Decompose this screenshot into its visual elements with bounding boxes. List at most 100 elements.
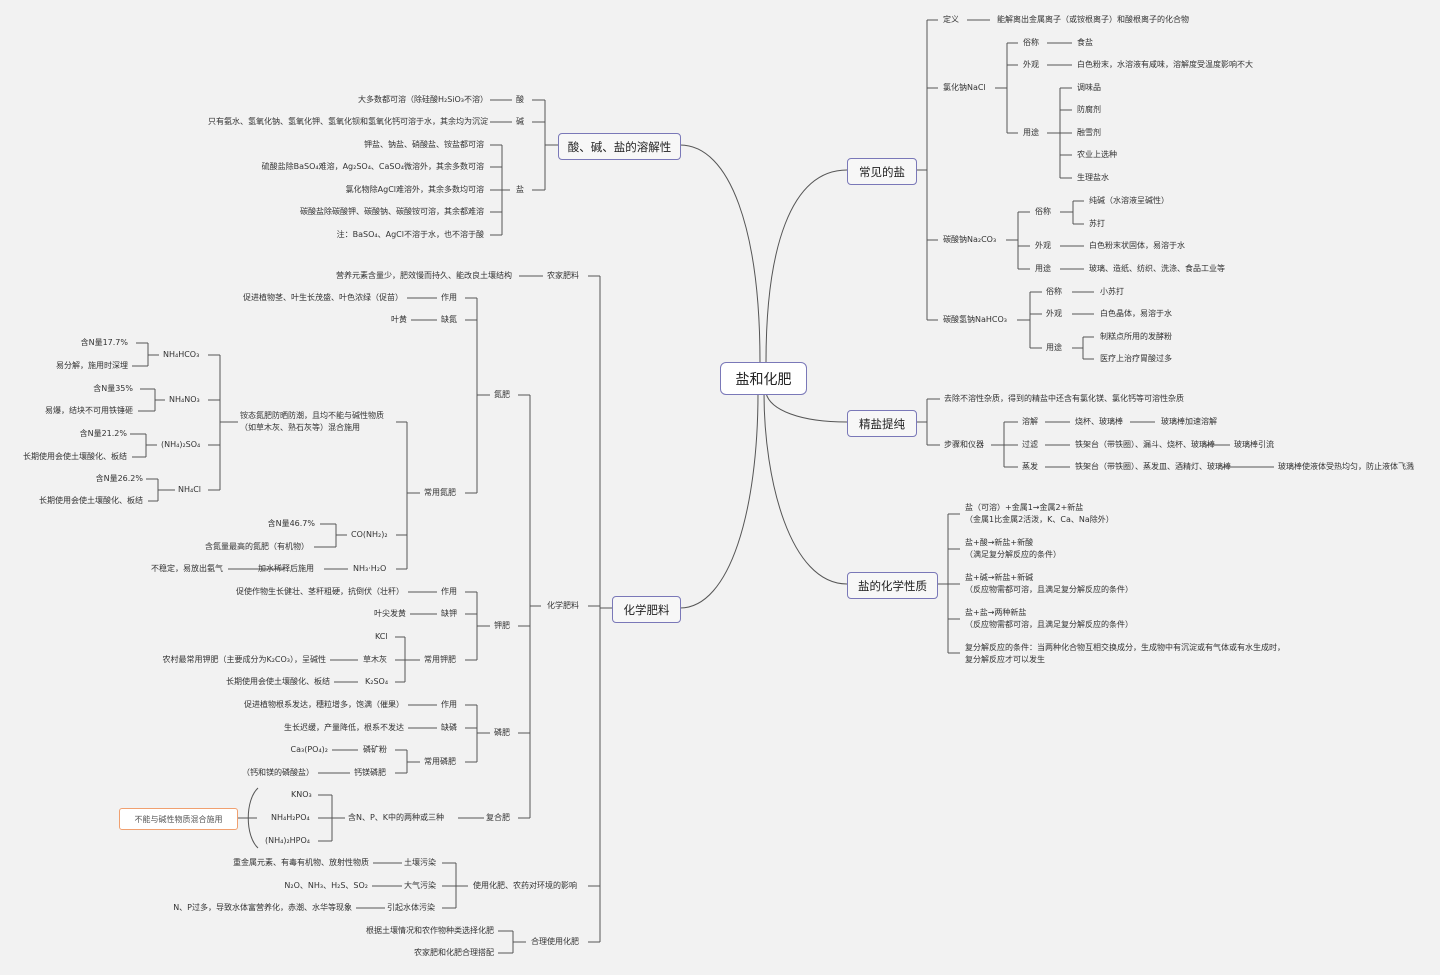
topic-salt-purification[interactable]: 精盐提纯 [847,410,917,437]
salt-solubility-item[interactable]: 硫酸盐除BaSO₄难溶，Ag₂SO₄、CaSO₄微溶外，其余多数可溶 [261,162,484,171]
nh4no3-n[interactable]: 含N量35% [93,384,133,393]
p-lack[interactable]: 生长迟缓，产量降低，根系不发达 [284,723,404,732]
na2co3-look-label[interactable]: 外观 [1035,241,1051,250]
topic-common-salts[interactable]: 常见的盐 [847,158,917,185]
rational-use[interactable]: 合理使用化肥 [531,937,579,946]
nh42so4[interactable]: (NH₄)₂SO₄ [161,440,201,449]
plant-ash-text[interactable]: 农村最常用钾肥（主要成分为K₂CO₃），呈碱性 [162,655,326,664]
farm-manure-node[interactable]: 农家肥料 [547,271,579,280]
nahco3-node[interactable]: 碳酸氢钠NaHCO₃ [943,315,1007,324]
definition-text[interactable]: 能解离出金属离子（或铵根离子）和酸根离子的化合物 [997,15,1189,24]
potash-fertilizer[interactable]: 钾肥 [494,621,510,630]
farm-manure-text[interactable]: 营养元素含量少，肥效慢而持久、能改良土壤结构 [336,271,512,280]
acid-text[interactable]: 大多数都可溶（除硅酸H₂SiO₃不溶） [357,95,488,104]
nh4cl-n[interactable]: 含N量26.2% [95,474,143,483]
nh42so4-prop[interactable]: 长期使用会使土壤酸化、板结 [23,452,127,461]
ammonia-prop[interactable]: 不稳定，易放出氨气 [151,564,223,573]
nh4no3-prop[interactable]: 易爆，结块不可用铁锤砸 [45,406,133,415]
k2so4-text[interactable]: 长期使用会使土壤酸化、板结 [226,677,330,686]
nahco3-use-label[interactable]: 用途 [1046,343,1062,352]
ammonium-note[interactable]: 铵态氮肥防晒防潮，且均不能与碱性物质 [240,411,384,420]
dissolve-tools[interactable]: 烧杯、玻璃棒 [1075,417,1123,426]
water-pollution-text[interactable]: N、P过多，导致水体富营养化，赤潮、水华等现象 [173,903,352,912]
compound-desc[interactable]: 含N、P、K中的两种或三种 [348,813,445,822]
property-base-note[interactable]: （反应物需都可溶，且满足复分解反应的条件） [965,585,1133,594]
urea-prop[interactable]: 含氮量最高的氮肥（有机物） [205,542,309,551]
double-displacement-condition-cont[interactable]: 复分解反应才可以发生 [965,655,1045,664]
n-effect[interactable]: 促进植物茎、叶生长茂盛、叶色浓绿（促苗） [243,293,403,302]
n-effect-label[interactable]: 作用 [441,293,457,302]
nacl-look[interactable]: 白色粉末，水溶液有咸味，溶解度受温度影响不大 [1077,60,1253,69]
common-k-fertilizer[interactable]: 常用钾肥 [424,655,456,664]
p-effect-label[interactable]: 作用 [441,700,457,709]
ammonium-note-cont[interactable]: （如草木灰、熟石灰等）混合施用 [240,423,360,432]
environment-impact[interactable]: 使用化肥、农药对环境的影响 [473,881,577,890]
property-acid-note[interactable]: （满足复分解反应的条件） [965,550,1061,559]
calcium-magnesium-phosphate[interactable]: 钙镁磷肥 [354,768,386,777]
plant-ash[interactable]: 草木灰 [363,655,387,664]
k-effect[interactable]: 促使作物生长健壮、茎秆粗硬，抗倒伏（壮秆） [236,587,404,596]
chemical-fertilizer-node[interactable]: 化学肥料 [547,601,579,610]
urea[interactable]: CO(NH₂)₂ [351,530,388,539]
rock-phosphate[interactable]: 磷矿粉 [363,745,387,754]
phosphate-fertilizer[interactable]: 磷肥 [494,728,510,737]
nacl-use-label[interactable]: 用途 [1023,128,1039,137]
k2so4[interactable]: K₂SO₄ [365,677,389,686]
k-lack-label[interactable]: 缺钾 [441,609,457,618]
rational-use-item[interactable]: 根据土壤情况和农作物种类选择化肥 [366,926,494,935]
soil-pollution[interactable]: 土壤污染 [404,858,436,867]
na2co3-alias[interactable]: 苏打 [1089,219,1105,228]
definition-label[interactable]: 定义 [943,15,959,24]
purification-goal[interactable]: 去除不溶性杂质，得到的精盐中还含有氯化镁、氯化钙等可溶性杂质 [944,394,1184,403]
acid-label[interactable]: 酸 [516,95,524,104]
nahco3-alias-label[interactable]: 俗称 [1046,287,1062,296]
rock-phosphate-text[interactable]: Ca₃(PO₄)₂ [290,745,328,754]
compound-fertilizer[interactable]: 复合肥 [486,813,510,822]
k-effect-label[interactable]: 作用 [441,587,457,596]
air-pollution[interactable]: 大气污染 [404,881,436,890]
salt-solubility-item[interactable]: 钾盐、钠盐、硝酸盐、铵盐都可溶 [364,140,484,149]
double-displacement-condition[interactable]: 复分解反应的条件：当两种化合物互相交换成分，生成物中有沉淀或有气体或有水生成时， [965,643,1285,652]
nacl-use-item[interactable]: 生理盐水 [1077,173,1109,182]
nacl-use-item[interactable]: 调味品 [1077,83,1101,92]
filter-note[interactable]: 玻璃棒引流 [1234,440,1274,449]
nacl-use-item[interactable]: 融雪剂 [1077,128,1101,137]
nitrogen-fertilizer[interactable]: 氮肥 [494,390,510,399]
topic-solubility[interactable]: 酸、碱、盐的溶解性 [558,133,681,160]
nahco3-use-item[interactable]: 制糕点所用的发酵粉 [1100,332,1172,341]
k-lack[interactable]: 叶尖发黄 [374,609,406,618]
property-metal-note[interactable]: （金属1比金属2活泼，K、Ca、Na除外） [965,515,1114,524]
common-p-fertilizer[interactable]: 常用磷肥 [424,757,456,766]
n-lack-label[interactable]: 缺氮 [441,315,457,324]
common-n-fertilizer[interactable]: 常用氮肥 [424,488,456,497]
evaporate-tools[interactable]: 铁架台（带铁圈）、蒸发皿、酒精灯、玻璃棒 [1075,462,1231,471]
nh4no3[interactable]: NH₄NO₃ [169,395,200,404]
na2co3-look[interactable]: 白色粉末状固体，易溶于水 [1089,241,1185,250]
topic-salt-chemical-properties[interactable]: 盐的化学性质 [847,572,938,599]
base-label[interactable]: 碱 [516,117,524,126]
nh4hco3-prop[interactable]: 易分解，施用时深埋 [56,361,128,370]
na2co3-use[interactable]: 玻璃、造纸、纺织、洗涤、食品工业等 [1089,264,1225,273]
compound-item[interactable]: KNO₃ [291,790,312,799]
salt-solubility-item[interactable]: 氯化物除AgCl难溶外，其余多数均可溶 [345,185,484,194]
property-salt-note[interactable]: （反应物需都可溶，且满足复分解反应的条件） [965,620,1133,629]
step-dissolve[interactable]: 溶解 [1022,417,1038,426]
soil-pollution-text[interactable]: 重金属元素、有毒有机物、放射性物质 [233,858,369,867]
ammonia-use[interactable]: 加水稀释后施用 [258,564,314,573]
cmp-text[interactable]: （钙和镁的磷酸盐） [242,768,314,777]
nahco3-use-item[interactable]: 医疗上治疗胃酸过多 [1100,354,1172,363]
nacl-use-item[interactable]: 防腐剂 [1077,105,1101,114]
air-pollution-text[interactable]: N₂O、NH₃、H₂S、SO₂ [284,881,368,890]
topic-chemical-fertilizer[interactable]: 化学肥料 [612,596,681,623]
property-base[interactable]: 盐+碱→新盐+新碱 [965,573,1034,582]
nh4cl[interactable]: NH₄Cl [178,485,202,494]
property-acid[interactable]: 盐+酸→新盐+新酸 [965,538,1034,547]
nh42so4-n[interactable]: 含N量21.2% [79,429,127,438]
n-lack[interactable]: 叶黄 [391,315,407,324]
dissolve-note[interactable]: 玻璃棒加速溶解 [1161,417,1217,426]
salt-solubility-item[interactable]: 碳酸盐除碳酸钾、碳酸钠、碳酸铵可溶，其余都难溶 [300,207,484,216]
evaporate-note[interactable]: 玻璃棒使液体受热均匀，防止液体飞溅 [1278,462,1414,471]
nh4cl-prop[interactable]: 长期使用会使土壤酸化、板结 [39,496,143,505]
urea-n[interactable]: 含N量46.7% [267,519,315,528]
water-pollution[interactable]: 引起水体污染 [387,903,435,912]
